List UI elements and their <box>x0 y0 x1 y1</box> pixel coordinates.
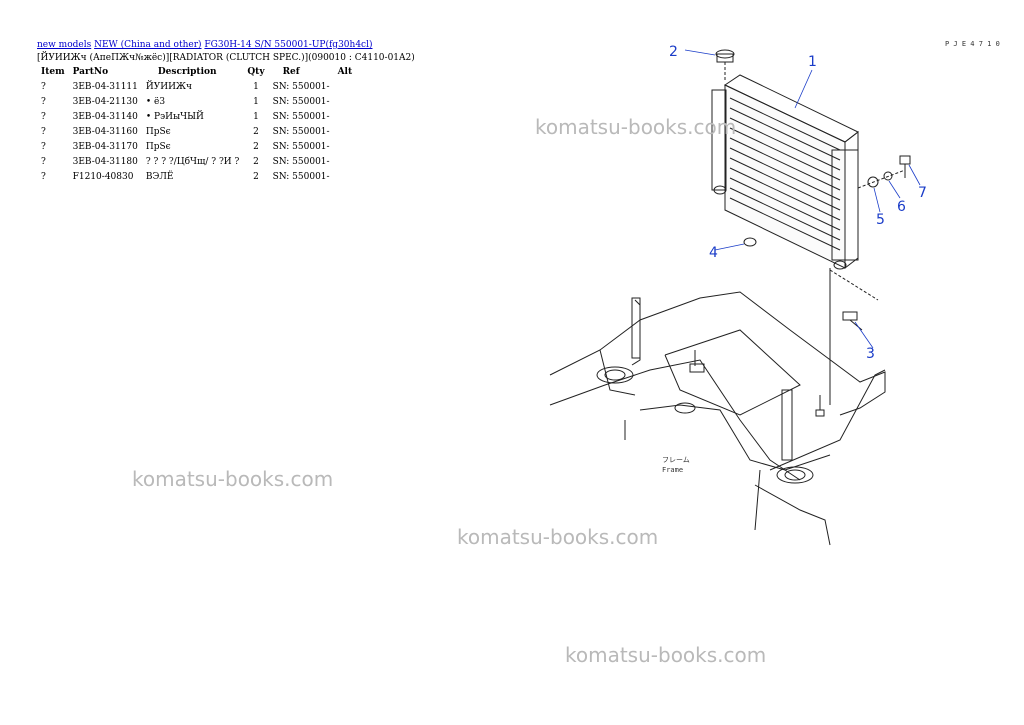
cell-ref: SN: 550001- <box>272 97 330 107</box>
breadcrumb-link-region[interactable]: NEW (China and other) <box>94 40 202 50</box>
column-header-item: Item <box>41 67 65 77</box>
cell-part-no: 3EB-04-31140 <box>72 112 138 122</box>
column-header-description: Description <box>157 67 217 77</box>
cell-alt <box>334 80 357 95</box>
cell-description: • РэИыЧЫЙ <box>145 112 204 122</box>
watermark: komatsu-books.com <box>535 115 737 139</box>
cell-qty: 2 <box>253 127 259 137</box>
breadcrumb-link-new-models[interactable]: new models <box>37 40 92 50</box>
cell-ref: SN: 550001- <box>272 157 330 167</box>
table-header-row: Item PartNo Description Qty Ref Alt <box>37 66 356 80</box>
cell-description: ЙУИИЖч <box>145 82 192 92</box>
frame-label-jp: フレーム <box>662 456 690 464</box>
bracket-drawing <box>829 268 879 405</box>
cell-description: • ё3 <box>145 97 166 107</box>
callout-7: 7 <box>918 185 927 201</box>
cell-description: ? ? ? ?/ЦбЧщ/ ? ?И ? <box>145 157 240 167</box>
cell-part-no: 3EB-04-31111 <box>72 82 138 92</box>
cell-qty: 1 <box>253 112 259 122</box>
page-title: [ЙУИИЖч (АпеПЖч№жёс)][RADIATOR (CLUTCH S… <box>37 53 415 63</box>
table-row: ? 3EB-04-31111 ЙУИИЖч 1 SN: 550001- <box>37 80 356 95</box>
mount-rubber-drawing <box>743 237 757 247</box>
table-row: ? 3EB-04-31140 • РэИыЧЫЙ 1 SN: 550001- <box>37 110 356 125</box>
watermark: komatsu-books.com <box>132 467 334 491</box>
drawing-code: P J E 4 7 1 0 <box>945 40 1000 48</box>
callout-5: 5 <box>876 212 885 228</box>
frame-drawing <box>549 291 886 546</box>
cell-part-no: 3EB-04-31180 <box>72 157 138 167</box>
cell-item: ? <box>41 157 46 167</box>
cell-alt <box>334 140 357 155</box>
cell-description: ПрЅє <box>145 127 171 137</box>
cell-qty: 2 <box>253 142 259 152</box>
column-header-alt: Alt <box>337 67 353 77</box>
cell-alt <box>334 95 357 110</box>
watermark: komatsu-books.com <box>457 525 659 549</box>
cell-ref: SN: 550001- <box>272 142 330 152</box>
cell-alt <box>334 155 357 170</box>
table-row: ? 3EB-04-31160 ПрЅє 2 SN: 550001- <box>37 125 356 140</box>
cell-qty: 1 <box>253 82 259 92</box>
cell-description: ПрЅє <box>145 142 171 152</box>
breadcrumb: new models NEW (China and other) FG30H-1… <box>37 40 372 50</box>
cell-alt <box>334 125 357 140</box>
cell-item: ? <box>41 97 46 107</box>
cell-qty: 2 <box>253 172 259 182</box>
callout-3: 3 <box>866 346 875 362</box>
cell-item: ? <box>41 142 46 152</box>
cell-ref: SN: 550001- <box>272 172 330 182</box>
cell-part-no: F1210-40830 <box>72 172 134 182</box>
cell-alt <box>334 110 357 125</box>
cell-item: ? <box>41 172 46 182</box>
radiator-cap-drawing <box>715 49 735 80</box>
table-row: ? 3EB-04-21130 • ё3 1 SN: 550001- <box>37 95 356 110</box>
cell-item: ? <box>41 112 46 122</box>
cell-part-no: 3EB-04-31160 <box>72 127 138 137</box>
cell-part-no: 3EB-04-21130 <box>72 97 138 107</box>
table-row: ? 3EB-04-31180 ? ? ? ?/ЦбЧщ/ ? ?И ? 2 SN… <box>37 155 356 170</box>
radiator-parts-diagram: P J E 4 7 1 0 フレーム Frame 1 2 3 4 5 6 7 <box>549 40 1000 546</box>
cell-ref: SN: 550001- <box>272 127 330 137</box>
cell-part-no: 3EB-04-31170 <box>72 142 138 152</box>
callout-1: 1 <box>808 54 817 70</box>
cell-description: ВЭЛЁ <box>145 172 174 182</box>
callout-4: 4 <box>709 245 718 261</box>
cell-item: ? <box>41 82 46 92</box>
callout-6: 6 <box>897 199 906 215</box>
cell-alt <box>334 170 357 185</box>
watermark: komatsu-books.com <box>565 643 767 667</box>
table-row: ? F1210-40830 ВЭЛЁ 2 SN: 550001- <box>37 170 356 185</box>
mount-hardware-drawing <box>857 155 911 189</box>
column-header-part-no: PartNo <box>72 67 109 77</box>
column-header-qty: Qty <box>247 67 265 77</box>
cell-item: ? <box>41 127 46 137</box>
frame-label: Frame <box>662 466 683 474</box>
parts-table: Item PartNo Description Qty Ref Alt ? 3E… <box>37 66 356 185</box>
callout-2: 2 <box>669 44 678 60</box>
breadcrumb-link-model[interactable]: FG30H-14 S/N 550001-UP(fg30h4cl) <box>204 40 373 50</box>
cell-qty: 1 <box>253 97 259 107</box>
column-header-ref: Ref <box>282 67 300 77</box>
cell-ref: SN: 550001- <box>272 112 330 122</box>
cell-ref: SN: 550001- <box>272 82 330 92</box>
radiator-drawing <box>711 74 859 270</box>
table-row: ? 3EB-04-31170 ПрЅє 2 SN: 550001- <box>37 140 356 155</box>
cell-qty: 2 <box>253 157 259 167</box>
